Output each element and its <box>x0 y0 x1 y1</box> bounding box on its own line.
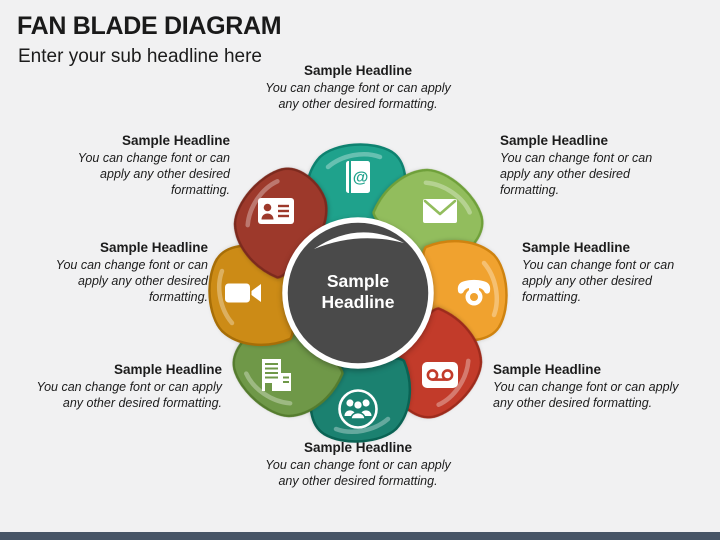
label-body: You can change font or can apply any oth… <box>55 258 208 304</box>
label-body: You can change font or can apply any oth… <box>522 258 675 304</box>
label-body: You can change font or can apply any oth… <box>500 151 653 197</box>
label-heading: Sample Headline <box>493 362 602 377</box>
center-circle: Sample Headline <box>282 217 434 369</box>
label-upper-right: Sample Headline You can change font or c… <box>500 133 665 198</box>
label-middle-right: Sample Headline You can change font or c… <box>522 240 687 305</box>
label-heading: Sample Headline <box>99 240 208 255</box>
footer-accent-bar <box>0 532 720 540</box>
phone-icon <box>457 279 491 306</box>
label-body: You can change font or can apply any oth… <box>36 380 222 410</box>
office-building-icon <box>262 359 291 391</box>
label-heading: Sample Headline <box>500 133 609 148</box>
label-heading: Sample Headline <box>303 440 413 455</box>
page-title: FAN BLADE DIAGRAM <box>17 12 282 40</box>
label-upper-left: Sample Headline You can change font or c… <box>65 133 230 198</box>
contact-card-icon <box>258 198 294 224</box>
label-heading: Sample Headline <box>121 133 230 148</box>
svg-text:@: @ <box>353 170 369 187</box>
label-heading: Sample Headline <box>303 63 413 78</box>
label-body: You can change font or can apply any oth… <box>77 151 230 197</box>
label-body: You can change font or can apply any oth… <box>265 458 451 488</box>
address-book-icon: @ <box>346 161 370 193</box>
label-body: You can change font or can apply any oth… <box>265 81 451 111</box>
label-lower-left: Sample Headline You can change font or c… <box>17 362 222 411</box>
envelope-icon <box>423 199 457 223</box>
label-heading: Sample Headline <box>113 362 222 377</box>
video-camera-icon <box>225 283 261 303</box>
label-heading: Sample Headline <box>522 240 631 255</box>
people-icon <box>338 389 378 429</box>
label-body: You can change font or can apply any oth… <box>493 380 679 410</box>
label-lower-right: Sample Headline You can change font or c… <box>493 362 698 411</box>
voicemail-icon <box>422 362 458 388</box>
center-heading-line2: Headline <box>322 292 395 312</box>
label-bottom: Sample Headline You can change font or c… <box>256 440 460 489</box>
center-swoosh-icon <box>314 232 404 249</box>
center-heading-line1: Sample <box>327 271 390 291</box>
label-middle-left: Sample Headline You can change font or c… <box>43 240 208 305</box>
page-subtitle: Enter your sub headline here <box>18 46 262 67</box>
label-top: Sample Headline You can change font or c… <box>254 63 462 112</box>
